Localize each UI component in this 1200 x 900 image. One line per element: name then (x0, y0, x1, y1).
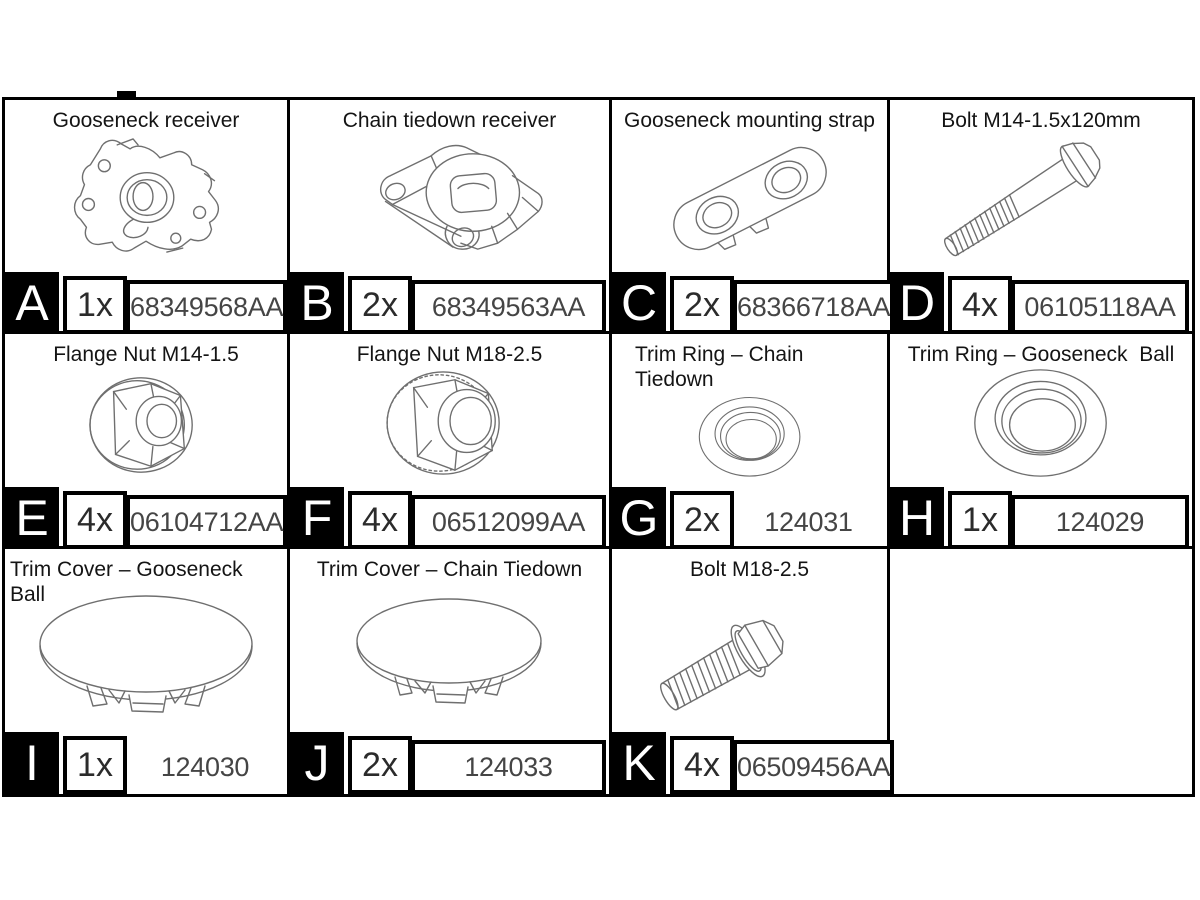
part-qty-box: 4x (348, 491, 412, 549)
parts-grid: Gooseneck receiver (2, 97, 1195, 797)
part-qty-box: 2x (348, 736, 412, 794)
part-number-box: 68366718AA (733, 280, 895, 334)
part-number-box: 06104712AA (126, 495, 288, 549)
part-drawing (616, 581, 883, 728)
part-letter-badge: D (890, 272, 944, 334)
part-qty-box: 4x (670, 736, 734, 794)
scan-mark (117, 91, 136, 99)
part-letter-badge: G (612, 487, 666, 549)
chain-tiedown-receiver-icon (379, 144, 543, 250)
part-qty-box: 2x (670, 276, 734, 334)
part-number-box: 124030 (160, 751, 250, 782)
part-letter-badge: F (290, 487, 344, 549)
part-drawing (894, 366, 1188, 480)
long-bolt-icon (943, 142, 1101, 257)
part-number-box: 06105118AA (1011, 280, 1189, 334)
part-letter-badge: I (5, 732, 59, 794)
part-drawing (294, 132, 605, 265)
part-tag-row: K 4x 06509456AA (612, 732, 895, 794)
part-tag-row: B 2x 68349563AA (290, 272, 609, 334)
part-tag-row: F 4x 06512099AA (290, 487, 609, 549)
part-drawing (294, 366, 605, 480)
part-title: Chain tiedown receiver (342, 109, 557, 132)
trim-ring-chain-icon (698, 396, 800, 477)
mounting-strap-icon (672, 146, 827, 251)
trim-cover-gooseneck-icon (39, 595, 253, 713)
part-drawing (9, 132, 283, 265)
part-title: Flange Nut M14-1.5 (53, 343, 239, 366)
part-qty-box: 1x (948, 491, 1012, 549)
part-letter-badge: H (890, 487, 944, 549)
part-title: Trim Cover – Gooseneck Ball (10, 558, 255, 606)
part-title: Flange Nut M18-2.5 (356, 343, 543, 366)
part-cell-a: Gooseneck receiver (5, 100, 290, 334)
part-number-box: 06509456AA (733, 740, 895, 794)
part-title: Trim Ring – Gooseneck Ball (907, 343, 1175, 366)
trim-cover-chain-icon (356, 597, 542, 704)
part-drawing (9, 581, 283, 728)
part-cell-g: Trim Ring – Chain Tiedown G 2x 124031 (612, 334, 890, 549)
part-cell-f: Flange Nut M18-2.5 F 4x 06512099AA (290, 334, 612, 549)
part-letter-badge: J (290, 732, 344, 794)
part-cell-d: Bolt M14-1.5x120mm D 4x (890, 100, 1192, 334)
part-qty-box: 4x (948, 276, 1012, 334)
part-drawing (894, 132, 1188, 265)
part-cell-j: Trim Cover – Chain Tiedown (290, 549, 612, 794)
part-title: Trim Cover – Chain Tiedown (316, 558, 583, 581)
part-drawing (616, 392, 883, 480)
part-number-box: 124031 (764, 506, 853, 537)
part-drawing (616, 132, 883, 265)
part-cell-c: Gooseneck mounting strap C 2x 6836671 (612, 100, 895, 334)
trim-ring-gooseneck-icon (974, 369, 1107, 477)
part-tag-row: G 2x 124031 (612, 487, 887, 549)
part-cell-e: Flange Nut M14-1.5 E 4x 06104712AA (5, 334, 290, 549)
part-cell-b: Chain tiedown receiver (290, 100, 612, 334)
part-letter-badge: B (290, 272, 344, 334)
flange-nut-m14-icon (88, 377, 193, 473)
part-cell-h: Trim Ring – Gooseneck Ball H 1x 124029 (890, 334, 1192, 549)
part-number-box: 68349568AA (126, 280, 288, 334)
part-drawing (9, 366, 283, 480)
part-letter-badge: C (612, 272, 666, 334)
part-letter-badge: E (5, 487, 59, 549)
part-number-box: 124029 (1011, 495, 1189, 549)
empty-cell (890, 549, 1192, 794)
part-letter-badge: K (612, 732, 666, 794)
part-title: Bolt M14-1.5x120mm (941, 109, 1141, 132)
part-title: Gooseneck receiver (52, 109, 240, 132)
part-letter-badge: A (5, 272, 59, 334)
part-qty-box: 4x (63, 491, 127, 549)
part-drawing (294, 581, 605, 728)
flange-nut-m18-icon (385, 371, 500, 475)
part-title: Gooseneck mounting strap (624, 109, 875, 132)
part-qty-box: 2x (670, 491, 734, 549)
part-number-box: 124033 (411, 740, 606, 794)
part-qty-box: 2x (348, 276, 412, 334)
part-tag-row: I 1x 124030 (5, 732, 287, 794)
part-tag-row: E 4x 06104712AA (5, 487, 288, 549)
part-qty-box: 1x (63, 736, 127, 794)
part-cell-k: Bolt M18-2.5 K 4x 065094 (612, 549, 895, 794)
gooseneck-receiver-icon (73, 138, 219, 253)
part-title: Trim Ring – Chain Tiedown (635, 343, 809, 391)
short-bolt-icon (659, 619, 784, 710)
part-tag-row: D 4x 06105118AA (890, 272, 1192, 334)
part-tag-row: J 2x 124033 (290, 732, 609, 794)
part-tag-row: H 1x 124029 (890, 487, 1192, 549)
part-number-box: 06512099AA (411, 495, 606, 549)
part-qty-box: 1x (63, 276, 127, 334)
part-tag-row: A 1x 68349568AA (5, 272, 288, 334)
part-title: Bolt M18-2.5 (689, 558, 810, 581)
part-cell-i: Trim Cover – Gooseneck Ball (5, 549, 290, 794)
part-number-box: 68349563AA (411, 280, 606, 334)
part-tag-row: C 2x 68366718AA (612, 272, 895, 334)
